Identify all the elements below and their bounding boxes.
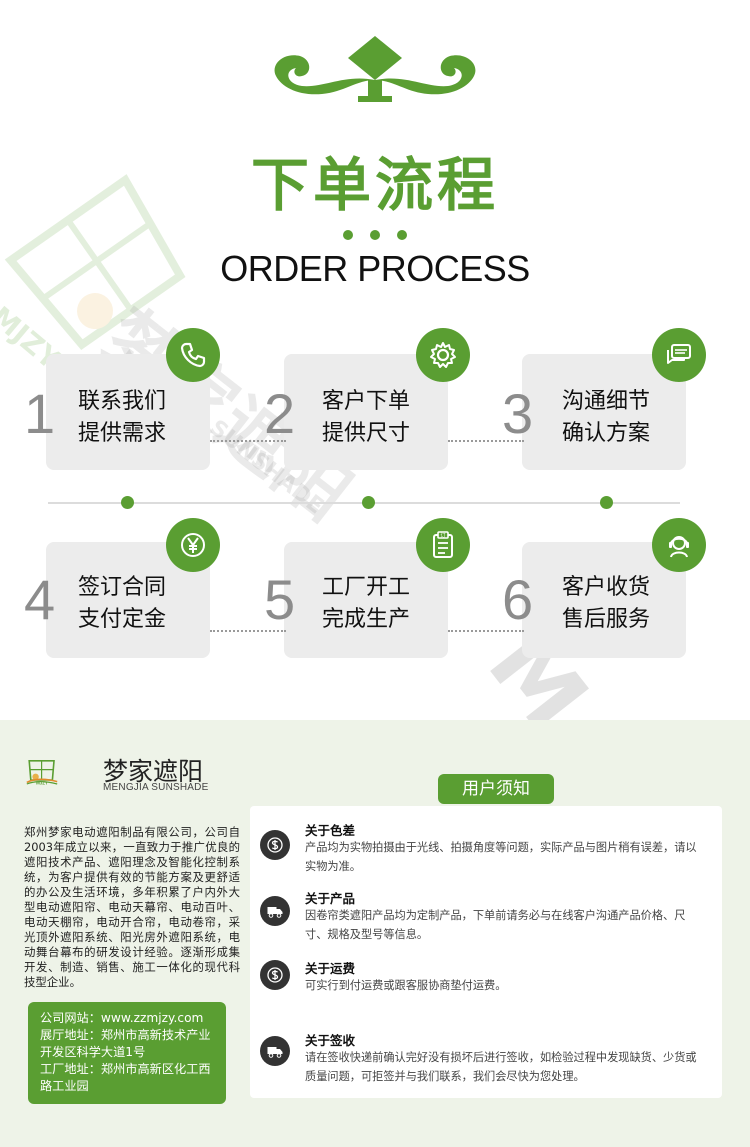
step-line1: 客户下单 <box>322 389 411 414</box>
step-text-3: 沟通细节 确认方案 <box>562 386 650 450</box>
notice-title-3: 关于运费 <box>305 961 356 976</box>
notice-body-3: 可实行到付运费或跟客服协商垫付运费。 <box>305 979 507 992</box>
step-line1: 沟通细节 <box>562 389 651 414</box>
title-dots <box>343 230 407 240</box>
contact-box: 公司网站：www.zzmjzy.com 展厅地址：郑州市高新技术产业开发区科学大… <box>28 1002 226 1104</box>
company-description: 郑州梦家电动遮阳制品有限公司，公司自2003年成立以来，一直致力于推广优良的遮阳… <box>24 825 240 989</box>
notice-body-2: 因卷帘类遮阳产品均为定制产品，下单前请务必与在线客户沟通产品价格、尺寸、规格及型… <box>305 909 686 941</box>
connector-dots <box>210 630 286 632</box>
notice-badge: 用户须知 <box>438 774 554 804</box>
contact-website[interactable]: 公司网站：www.zzmjzy.com <box>40 1011 204 1025</box>
timeline-dot <box>362 496 375 509</box>
step-text-4: 签订合同 支付定金 <box>78 572 166 636</box>
timeline-dot <box>121 496 134 509</box>
notice-title-2: 关于产品 <box>305 891 356 906</box>
step-card-2 <box>284 354 448 470</box>
connector-dots <box>210 440 286 442</box>
fleur-ornament-icon <box>274 36 476 102</box>
notice-panel <box>250 806 722 1098</box>
notice-body-1: 产品均为实物拍摄由于光线、拍摄角度等问题，实际产品与图片稍有误差，请以实物为准。 <box>305 841 697 873</box>
customer-service-icon <box>652 518 706 572</box>
notice-body-4: 请在签收快递前确认完好没有损坏后进行签收，如检验过程中发现缺货、少货或质量问题，… <box>305 1051 697 1083</box>
step-text-6: 客户收货 售后服务 <box>562 572 650 636</box>
watermark-logo-left <box>4 174 186 350</box>
truck-icon <box>260 1036 290 1066</box>
step-line1: 工厂开工 <box>322 575 411 600</box>
step-line2: 确认方案 <box>562 421 651 446</box>
step-number-3: 3 <box>502 382 534 445</box>
brand-name-en: MENGJIA SUNSHADE <box>103 782 209 793</box>
notice-title-4: 关于签收 <box>305 1033 356 1048</box>
step-number-4: 4 <box>24 568 56 631</box>
dollar-icon <box>260 830 290 860</box>
step-line2: 提供尺寸 <box>322 421 411 446</box>
step-line2: 支付定金 <box>78 607 167 632</box>
step-line2: 完成生产 <box>322 607 411 632</box>
step-line1: 签订合同 <box>78 575 167 600</box>
step-text-2: 客户下单 提供尺寸 <box>322 386 410 450</box>
step-number-1: 1 <box>24 382 56 445</box>
gear-icon <box>416 328 470 382</box>
logo-text: MJZY <box>36 780 48 785</box>
step-text-5: 工厂开工 完成生产 <box>322 572 410 636</box>
dollar-icon <box>260 960 290 990</box>
step-line2: 售后服务 <box>562 607 651 632</box>
mjzy-logo-icon: MJZY <box>26 760 58 785</box>
step-line1: 客户收货 <box>562 575 651 600</box>
chat-icon <box>652 328 706 382</box>
contact-factory: 工厂地址：郑州市高新区化工西路工业园 <box>40 1062 211 1093</box>
phone-icon <box>166 328 220 382</box>
step-line1: 联系我们 <box>78 389 167 414</box>
page-title-cn: 下单流程 <box>250 151 499 219</box>
truck-icon <box>260 896 290 926</box>
notice-title-1: 关于色差 <box>305 823 356 838</box>
step-line2: 提供需求 <box>78 421 167 446</box>
page-title-en: ORDER PROCESS <box>220 248 530 289</box>
brand-name-cn: 梦家遮阳 <box>103 757 204 786</box>
order-list-icon: 订 <box>416 518 470 572</box>
step-number-5: 5 <box>264 568 296 631</box>
step-text-1: 联系我们 提供需求 <box>78 386 166 450</box>
connector-dots <box>448 630 524 632</box>
step-number-6: 6 <box>502 568 534 631</box>
contact-showroom: 展厅地址：郑州市高新技术产业开发区科学大道1号 <box>40 1028 211 1059</box>
timeline-dot <box>600 496 613 509</box>
yen-icon <box>166 518 220 572</box>
order-icon-label: 订 <box>440 532 445 539</box>
step-number-2: 2 <box>264 382 296 445</box>
connector-dots <box>448 440 524 442</box>
